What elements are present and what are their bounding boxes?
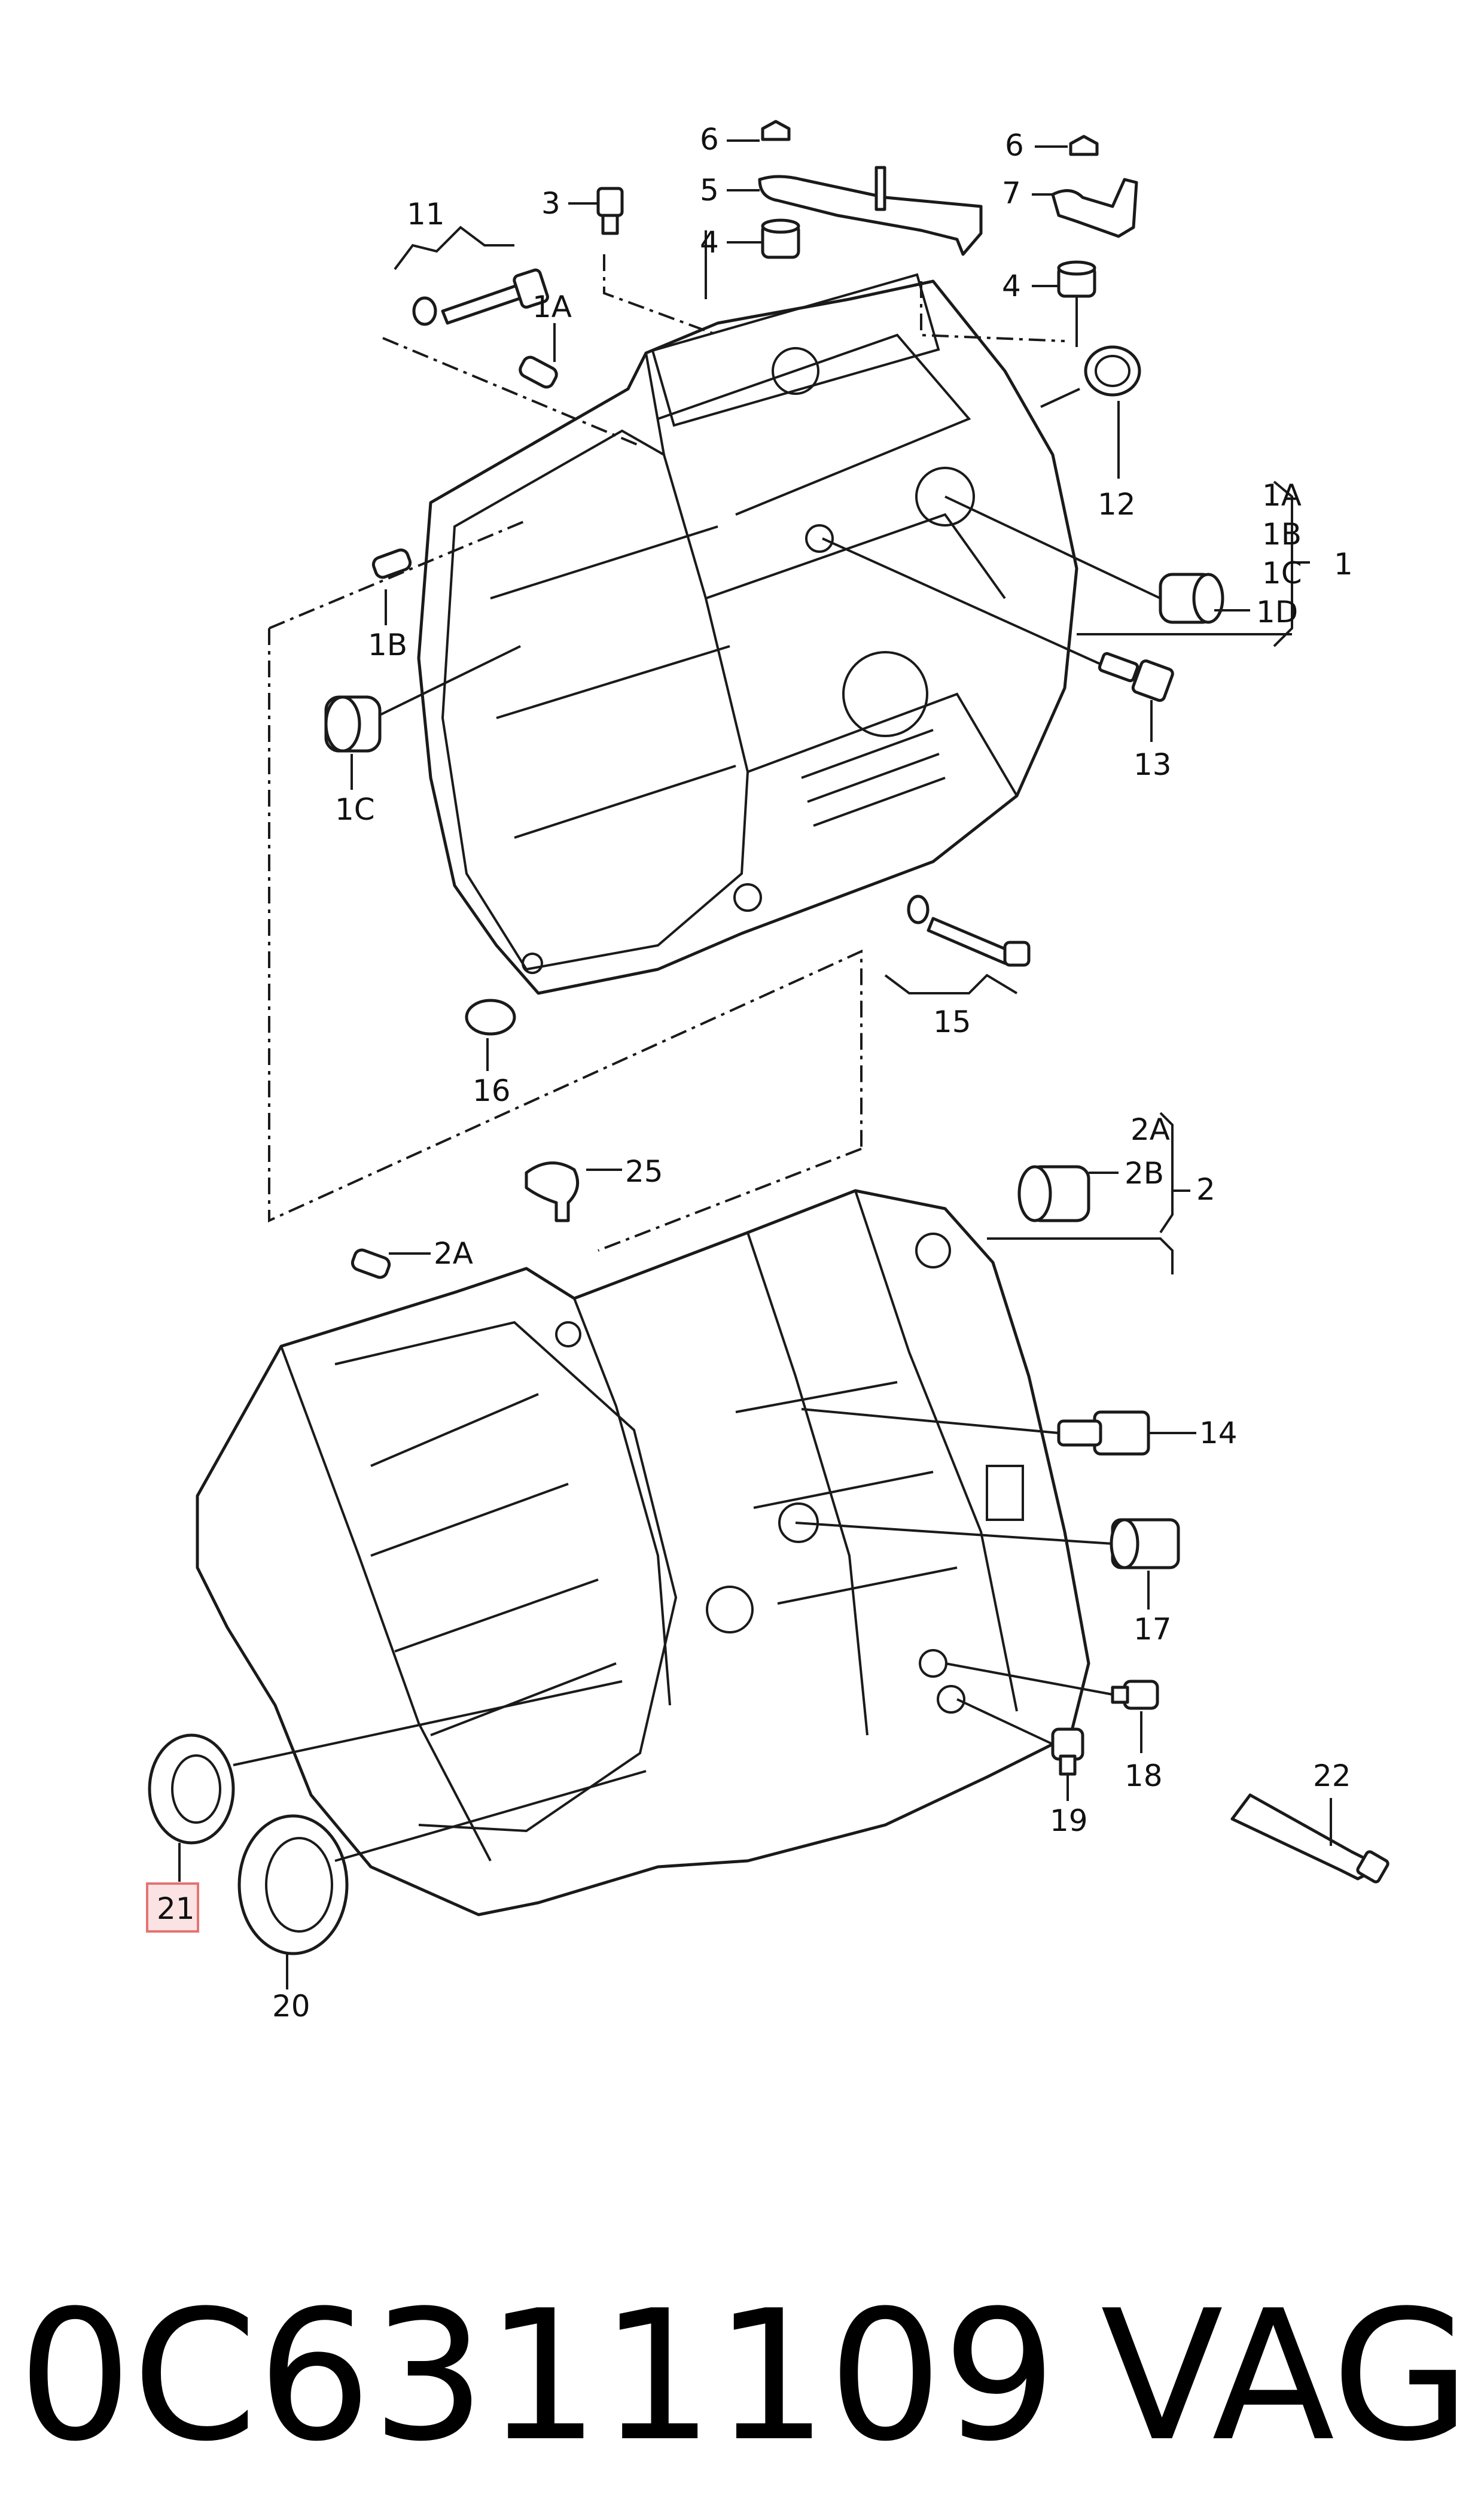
footer: 0C6311109 VAG [18, 2272, 1470, 2481]
callout-21: 21 [157, 1891, 195, 1926]
callout-15: 15 [933, 1005, 971, 1039]
callout-1b: 1B [1262, 517, 1302, 552]
lower-gearbox-housing [196, 1189, 1090, 1916]
small-parts [148, 120, 1389, 1955]
callout-14: 14 [1199, 1416, 1238, 1450]
callout-1: 1 [1334, 547, 1353, 582]
upper-gearbox-housing [417, 273, 1078, 995]
callout-22: 22 [1313, 1759, 1351, 1793]
nut-6b-shape [1069, 135, 1099, 156]
callout-2: 2 [1196, 1172, 1215, 1207]
brand: VAG [1101, 2272, 1470, 2481]
callout-17: 17 [1133, 1612, 1172, 1647]
callout-11: 11 [407, 197, 445, 232]
callout-4b: 4 [1002, 269, 1021, 303]
callout-19: 19 [1050, 1803, 1088, 1838]
part-number: 0C6311109 [18, 2272, 1056, 2481]
callout-2a: 2A [1130, 1112, 1170, 1147]
callout-1b-part: 1B [368, 628, 407, 662]
callout-6b: 6 [1005, 128, 1024, 163]
callout-12: 12 [1098, 487, 1136, 522]
callout-2a-part: 2A [434, 1236, 473, 1271]
callout-labels: 6 6 5 7 4 4 3 11 1A 1B 1C 12 1A 1B 1C 1D… [146, 122, 1353, 2024]
callout-5: 5 [700, 173, 719, 208]
dashed-guide-lines [268, 254, 1065, 1252]
nut-6a-shape [761, 120, 791, 141]
callout-6a: 6 [700, 122, 719, 157]
callout-4a: 4 [700, 225, 719, 260]
callout-7: 7 [1002, 176, 1021, 211]
callout-18: 18 [1125, 1759, 1163, 1793]
callout-13: 13 [1133, 747, 1172, 782]
callout-1d: 1D [1256, 595, 1298, 629]
leader-lines [178, 139, 1332, 1989]
callout-1a-part: 1A [532, 290, 572, 324]
callout-3: 3 [541, 186, 560, 221]
callout-2b: 2B [1125, 1156, 1164, 1191]
highlight-box [146, 1882, 199, 1933]
callout-16: 16 [473, 1073, 511, 1108]
callout-1c: 1C [1262, 556, 1302, 591]
callout-1a: 1A [1262, 478, 1302, 513]
callout-20: 20 [272, 1989, 310, 2024]
callout-25: 25 [625, 1154, 663, 1189]
callout-1c-part: 1C [335, 792, 375, 827]
